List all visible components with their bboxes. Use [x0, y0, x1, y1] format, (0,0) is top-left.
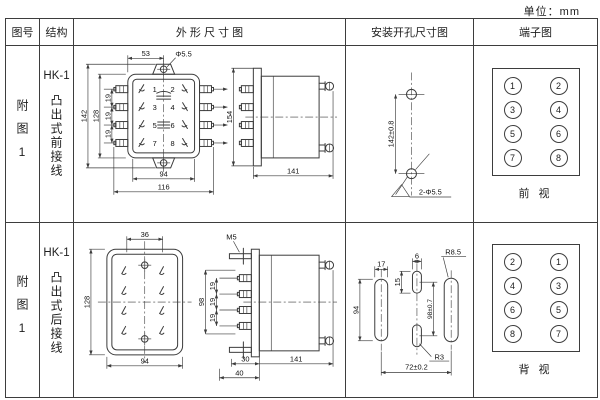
dim-17: 17 [377, 259, 385, 268]
dim-94: 94 [160, 169, 168, 178]
spec-table: 图号 结构 外 形 尺 寸 图 安装开孔尺寸图 端子图 附图1 HK-1 凸出式… [5, 18, 598, 398]
header-structure: 结构 [40, 19, 74, 46]
dim-141-row2: 141 [290, 354, 302, 363]
view-label-front: 前 视 [518, 187, 553, 200]
terminal-no-4: 4 [171, 103, 175, 112]
dim-94-slot: 94 [351, 306, 360, 314]
dim-30: 30 [241, 354, 249, 363]
dim-19b-row2: 19 [208, 298, 217, 306]
dim-19c-row2: 19 [208, 314, 217, 322]
terminal-diagram-rear: 2 1 4 3 6 5 8 7 [491, 243, 580, 352]
structure-cell-row1: HK-1 凸出式前接线 [40, 46, 74, 223]
terminal-circle: 6 [503, 300, 522, 319]
dim-19b: 19 [103, 111, 112, 119]
terminal-circle: 8 [503, 324, 522, 343]
terminal-circle: 4 [503, 276, 522, 295]
front-view-dimensions-row1: 53 Φ5.5 142 128 19 19 19 94 [79, 48, 214, 195]
radius-label-r3: R3 [435, 353, 445, 362]
terminal-no-6: 6 [171, 121, 175, 130]
terminal-circle: 5 [503, 124, 522, 143]
terminal-circle: 2 [549, 76, 568, 95]
side-view-row2: M5 98 19 19 19 30 40 [197, 232, 338, 381]
dim-116: 116 [158, 182, 170, 191]
figure-no-cell-row1: 附图1 [6, 46, 40, 223]
dim-36: 36 [141, 230, 149, 239]
radius-label-r8-5: R8.5 [445, 247, 461, 256]
dim-128: 128 [91, 109, 100, 121]
terminal-circle: 3 [503, 100, 522, 119]
dim-141: 141 [287, 166, 299, 175]
terminal-circle: 8 [549, 148, 568, 167]
dim-19c: 19 [103, 129, 112, 137]
structure-type-row1: 凸出式前接线 [49, 94, 63, 178]
terminal-no-7: 7 [153, 138, 157, 147]
terminal-no-8: 8 [171, 138, 175, 147]
dim-72-tol: 72±0.2 [405, 363, 428, 372]
front-view-row2: 36 128 94 [82, 230, 192, 369]
terminal-circle: 7 [503, 148, 522, 167]
outline-drawing-rear-wiring: 36 128 94 M5 [82, 230, 338, 381]
structure-cell-row2: HK-1 凸出式后接线 [40, 223, 74, 397]
terminal-no-5: 5 [153, 121, 157, 130]
terminal-cell-row1: 1 2 3 4 5 6 7 8 前 视 [474, 46, 597, 223]
dim-6: 6 [415, 251, 419, 260]
terminal-circle: 4 [549, 100, 568, 119]
header-mounting-holes: 安装开孔尺寸图 [346, 19, 474, 46]
terminal-circle: 1 [503, 76, 522, 95]
terminal-no-2: 2 [171, 85, 175, 94]
side-view-row1: 154 141 [225, 67, 338, 179]
view-label-rear: 背 视 [518, 363, 553, 376]
structure-type-row2: 凸出式后接线 [49, 271, 63, 355]
dim-phi5-5: Φ5.5 [175, 49, 191, 58]
terminal-diagram-front: 1 2 3 4 5 6 7 8 [491, 67, 580, 176]
dim-53: 53 [142, 48, 150, 57]
outline-cell-row1: 1 2 3 4 5 6 7 8 [74, 46, 346, 223]
dim-94-row2: 94 [141, 356, 149, 365]
dim-128-row2: 128 [82, 296, 91, 308]
dim-40: 40 [235, 368, 243, 377]
mounting-cell-row1: 142±0.8 2-Φ5.5 [346, 46, 474, 223]
mounting-drawing-rear-wiring: 17 94 6 15 98±0.7 R3 R8.5 [351, 247, 467, 376]
front-view-row1: 1 2 3 4 5 6 7 8 [113, 58, 228, 173]
terminal-no-3: 3 [153, 103, 157, 112]
terminal-circle: 6 [549, 124, 568, 143]
terminal-circle: 3 [549, 276, 568, 295]
header-outline-dims: 外 形 尺 寸 图 [74, 19, 346, 46]
model-label-row1: HK-1 [43, 70, 70, 82]
thread-label-m5: M5 [226, 232, 236, 241]
mounting-cell-row2: 17 94 6 15 98±0.7 R3 R8.5 [346, 223, 474, 397]
figure-no-row1: 附图1 [15, 98, 29, 170]
hole-label-2-phi5-5: 2-Φ5.5 [419, 187, 442, 196]
figure-no-cell-row2: 附图1 [6, 223, 40, 397]
terminal-circle: 7 [549, 324, 568, 343]
dim-19a: 19 [103, 93, 112, 101]
terminal-no-1: 1 [153, 85, 157, 94]
header-terminal-diagram: 端子图 [474, 19, 597, 46]
terminal-circle: 1 [549, 252, 568, 271]
dim-98: 98 [197, 298, 206, 306]
dim-142-tol: 142±0.8 [387, 120, 396, 147]
terminal-circle: 5 [549, 300, 568, 319]
dim-154: 154 [225, 110, 234, 122]
outline-cell-row2: 36 128 94 M5 [74, 223, 346, 397]
header-figure-no: 图号 [6, 19, 40, 46]
outline-drawing-front-wiring: 1 2 3 4 5 6 7 8 [79, 48, 338, 195]
dim-98-tol: 98±0.7 [427, 299, 434, 319]
dim-19a-row2: 19 [208, 282, 217, 290]
dim-142: 142 [79, 109, 88, 121]
model-label-row2: HK-1 [43, 247, 70, 259]
figure-no-row2: 附图1 [15, 274, 29, 346]
terminal-circle: 2 [503, 252, 522, 271]
mounting-drawing-front-wiring: 142±0.8 2-Φ5.5 [387, 71, 452, 197]
terminal-cell-row2: 2 1 4 3 6 5 8 7 背 视 [474, 223, 597, 397]
unit-label: 单位：mm [523, 6, 580, 18]
dim-15: 15 [393, 278, 402, 286]
